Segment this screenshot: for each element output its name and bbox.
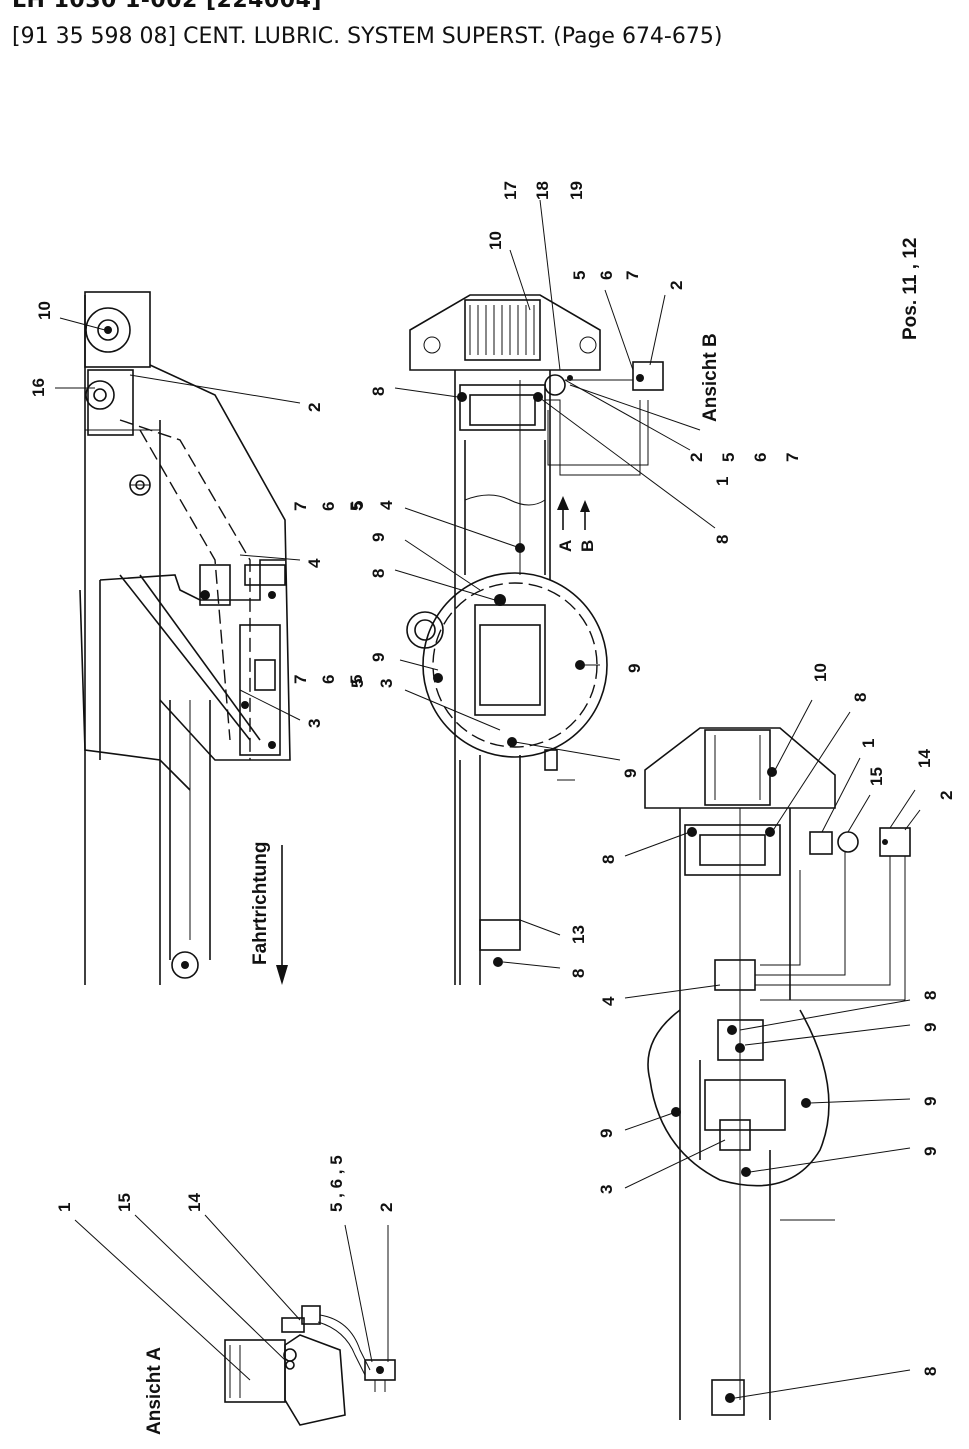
callout-low-9a: 9 — [921, 1023, 940, 1032]
callout-a-1: 1 — [55, 1203, 74, 1212]
callout-top-2b: 2 — [687, 453, 706, 462]
lower-view-drawing — [624, 699, 921, 1420]
callout-top-18: 18 — [533, 181, 552, 200]
callout-low-9b: 9 — [921, 1097, 940, 1106]
callout-top-7b: 7 — [783, 453, 802, 462]
page-title: LH 1030 1-002 [224004] — [12, 0, 322, 13]
callout-top-9b: 9 — [369, 653, 388, 662]
callout-side-6a: 6 — [319, 502, 338, 511]
callout-top-8b: 8 — [369, 569, 388, 578]
view-a-drawing — [74, 1214, 396, 1426]
arrow-a-label: A — [556, 540, 575, 552]
callout-side-10: 10 — [35, 301, 54, 320]
view-a-label: Ansicht A — [144, 1347, 165, 1435]
callout-top-13: 13 — [569, 925, 588, 944]
callout-top-6a: 6 — [597, 271, 616, 280]
page-subtitle: [91 35 598 08] CENT. LUBRIC. SYSTEM SUPE… — [12, 24, 723, 49]
callout-side-7b: 7 — [291, 675, 310, 684]
callout-top-9c: 9 — [625, 664, 644, 673]
callout-top-5d: 5 — [348, 679, 367, 688]
callout-side-2: 2 — [305, 403, 324, 412]
callout-low-8d: 8 — [921, 1367, 940, 1376]
side-view-drawing — [55, 291, 301, 985]
callout-top-8a: 8 — [369, 387, 388, 396]
callout-top-17: 17 — [501, 181, 520, 200]
callout-top-5c: 5 — [348, 501, 367, 510]
callout-low-4: 4 — [599, 996, 618, 1006]
callout-low-9c: 9 — [921, 1147, 940, 1156]
callout-top-9a: 9 — [369, 533, 388, 542]
callout-side-4: 4 — [305, 558, 324, 568]
callout-top-5b: 5 — [719, 453, 738, 462]
callout-top-8d: 8 — [599, 855, 618, 864]
callout-side-7a: 7 — [291, 502, 310, 511]
callout-top-9d: 9 — [621, 769, 640, 778]
callout-side-5b: 5 — [347, 675, 366, 684]
callout-top-5a: 5 — [570, 271, 589, 280]
top-view-drawing — [394, 199, 716, 985]
callout-top-6b: 6 — [751, 453, 770, 462]
callout-low-8c: 8 — [921, 991, 940, 1000]
callout-side-16: 16 — [29, 378, 48, 397]
callout-top-1: 1 — [713, 477, 732, 486]
callout-side-6b: 6 — [319, 675, 338, 684]
callout-side-5a: 5 — [347, 502, 366, 511]
callout-low-1: 1 — [859, 739, 878, 748]
callout-low-14: 14 — [915, 749, 934, 768]
direction-label: Fahrtrichtung — [250, 842, 271, 966]
callout-low-3: 3 — [597, 1185, 616, 1194]
callout-low-2: 2 — [937, 791, 956, 800]
view-b-label: Ansicht B — [700, 333, 721, 422]
callout-a-15: 15 — [115, 1193, 134, 1212]
callout-top-4: 4 — [377, 500, 396, 510]
callout-low-15: 15 — [867, 767, 886, 786]
callout-top-2a: 2 — [667, 281, 686, 290]
callout-low-10: 10 — [811, 663, 830, 682]
callout-top-3: 3 — [377, 679, 396, 688]
callout-a-5-6-5: 5 , 6 , 5 — [327, 1155, 346, 1212]
callout-top-8c: 8 — [713, 535, 732, 544]
callout-a-2: 2 — [377, 1203, 396, 1212]
callout-top-10: 10 — [486, 231, 505, 250]
arrow-b-label: B — [578, 540, 597, 552]
callout-low-9d: 9 — [597, 1129, 616, 1138]
callout-low-8a: 8 — [851, 693, 870, 702]
callout-top-19: 19 — [567, 181, 586, 200]
callout-top-8e: 8 — [569, 969, 588, 978]
pos-label: Pos. 11 , 12 — [900, 238, 921, 340]
callout-a-14: 14 — [185, 1193, 204, 1212]
callout-top-7a: 7 — [623, 271, 642, 280]
callout-side-3: 3 — [305, 719, 324, 728]
